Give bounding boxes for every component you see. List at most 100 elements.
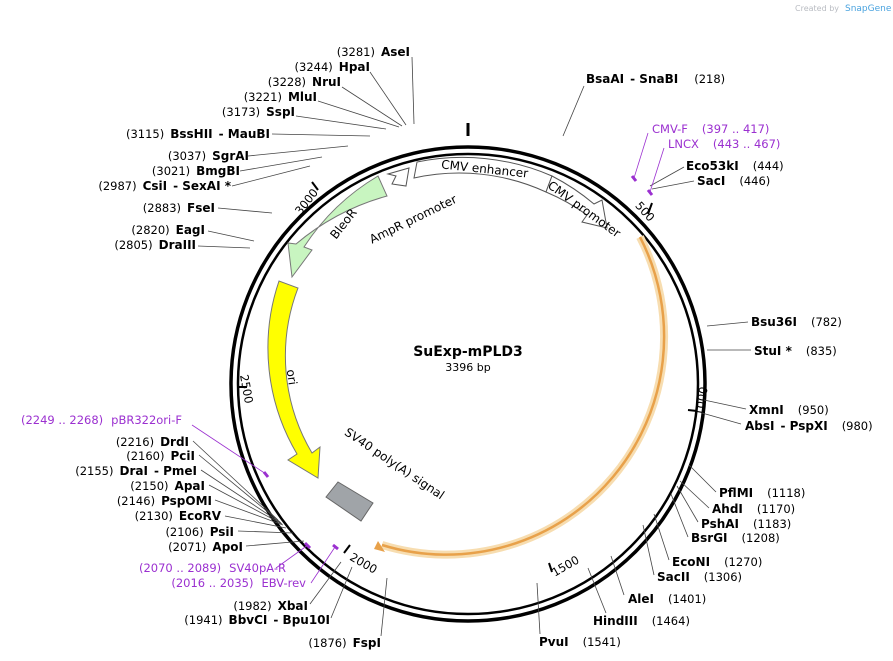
site-leader [670, 493, 689, 538]
site-label[interactable]: AleI(1401) [628, 592, 706, 606]
primer-leader [275, 544, 309, 569]
primer-label-sv40pa-r[interactable]: (2070 .. 2089)SV40pA-R [139, 561, 286, 575]
site-leader [197, 245, 251, 249]
primer-label-ebv-rev[interactable]: (2016 .. 2035)EBV-rev [171, 576, 306, 590]
site-leader [317, 100, 400, 128]
primer-labels: CMV-F(397 .. 417) LNCX(443 .. 467) (2249… [21, 122, 780, 590]
primer-label-cmv-f[interactable]: CMV-F(397 .. 417) [652, 122, 769, 136]
site-leader [380, 577, 388, 637]
sites-left: (3281)AseI (3244)HpaI (3228)NruI (3221)M… [75, 45, 415, 650]
site-label[interactable]: (3115)BssHII- MauBI [126, 127, 270, 141]
site-label[interactable]: (2155)DraI- PmeI [75, 464, 197, 478]
ampr-promoter-label: AmpR promoter [367, 192, 459, 246]
site-leader [192, 440, 279, 521]
site-leader [330, 566, 353, 619]
primer-leader [633, 132, 649, 179]
site-label[interactable]: (2130)EcoRV [135, 509, 222, 523]
site-label[interactable]: (3221)MluI [244, 90, 317, 104]
site-label[interactable]: EcoNI(1270) [672, 555, 762, 569]
site-leader [198, 454, 281, 523]
site-label[interactable]: PflMI(1118) [719, 486, 805, 500]
site-label[interactable]: (3173)SspI [222, 105, 295, 119]
site-label[interactable]: StuI *(835) [754, 344, 837, 358]
site-label[interactable]: AbsI- PspXI(980) [745, 419, 873, 433]
tick-mark [548, 562, 553, 573]
primer-mark-cmv-f [630, 175, 638, 182]
site-label[interactable]: (2106)PsiI [165, 525, 234, 539]
site-label[interactable]: (2987)CsiI- SexAI * [98, 179, 231, 193]
tick-label-1500: 1500 [549, 553, 581, 580]
site-label[interactable]: PvuI(1541) [539, 635, 621, 649]
site-label[interactable]: (1982)XbaI [233, 599, 308, 613]
tick-mark [647, 202, 653, 215]
ori-feature[interactable]: ori [267, 280, 321, 479]
site-leader [295, 115, 387, 130]
site-leader [411, 56, 415, 125]
sites-right: BsaAI- SnaBI(218) Eco53kI(444) SacI(446)… [536, 72, 873, 649]
tick-label-2500: 2500 [237, 373, 256, 404]
plasmid-name: SuExp-mPLD3 [413, 344, 523, 360]
site-leader [369, 71, 407, 126]
tick-mark [687, 409, 698, 412]
site-label[interactable]: (3037)SgrAI [168, 149, 249, 163]
site-leader [562, 85, 585, 137]
site-leader [231, 165, 311, 187]
site-label[interactable]: (2805)DraIII [114, 238, 196, 252]
site-leader [217, 207, 273, 214]
site-label[interactable]: (2216)DrdI [116, 435, 189, 449]
insert-feature[interactable] [374, 235, 669, 559]
ori-label: ori [284, 368, 300, 385]
plasmid-length: 3396 bp [445, 361, 490, 374]
sv40-label: SV40 poly(A) signal [342, 425, 447, 502]
site-label[interactable]: SacII(1306) [657, 570, 742, 584]
site-label[interactable]: (2071)ApoI [168, 540, 243, 554]
primer-label-lncx[interactable]: LNCX(443 .. 467) [668, 137, 780, 151]
site-label[interactable]: (3244)HpaI [295, 60, 370, 74]
site-leader [239, 156, 323, 172]
site-label[interactable]: PshAI(1183) [701, 517, 791, 531]
primer-label-pbr322ori-f[interactable]: (2249 .. 2268)pBR322ori-F [21, 413, 182, 427]
site-label[interactable]: (3228)NruI [268, 75, 341, 89]
site-leader [208, 484, 283, 525]
site-label[interactable]: (2146)PspOMI [117, 494, 212, 508]
ampr-promoter-feature[interactable]: AmpR promoter [367, 167, 459, 246]
site-label[interactable]: (2820)EagI [131, 223, 205, 237]
site-label[interactable]: Eco53kI(444) [686, 159, 784, 173]
site-label[interactable]: (3021)BmgBI [152, 164, 240, 178]
credit-text: Created by [795, 4, 839, 13]
site-leader [651, 180, 695, 190]
site-label[interactable]: XmnI(950) [749, 403, 829, 417]
tick-mark [311, 181, 319, 191]
site-label[interactable]: SacI(446) [697, 174, 770, 188]
site-label[interactable]: (2150)ApaI [130, 479, 205, 493]
bleor-feature[interactable]: BleoR [287, 175, 388, 279]
site-label[interactable]: (2883)FseI [143, 201, 215, 215]
site-label[interactable]: (1876)FspI [308, 636, 381, 650]
site-leader [536, 582, 541, 635]
primer-leader [191, 424, 267, 475]
sv40-feature[interactable]: SV40 poly(A) signal [325, 425, 447, 522]
credit-brand[interactable]: SnapGene [845, 4, 892, 14]
site-leader [649, 166, 685, 187]
site-label[interactable]: AhdI(1170) [712, 502, 795, 516]
primer-mark-ebv-rev [332, 543, 339, 551]
site-leader [688, 464, 717, 493]
site-label[interactable]: HindIII(1464) [593, 614, 690, 628]
site-leader [703, 399, 747, 410]
plasmid-backbone [229, 145, 707, 623]
site-leader [207, 230, 255, 242]
primer-leader [649, 147, 665, 193]
insert-arrowhead [374, 541, 385, 552]
site-leader [247, 145, 349, 157]
site-label[interactable]: (3281)AseI [337, 45, 410, 59]
site-label[interactable]: BsaAI- SnaBI(218) [586, 72, 725, 86]
tick-label-2000: 2000 [347, 550, 379, 577]
site-leader [309, 561, 342, 605]
site-label[interactable]: Bsu36I(782) [751, 315, 842, 329]
site-label[interactable]: (1941)BbvCI- Bpu10I [184, 613, 330, 627]
site-label[interactable]: (2160)PciI [126, 449, 195, 463]
site-label[interactable]: BsrGI(1208) [691, 531, 780, 545]
site-leader [245, 540, 305, 547]
site-leader [610, 555, 625, 596]
